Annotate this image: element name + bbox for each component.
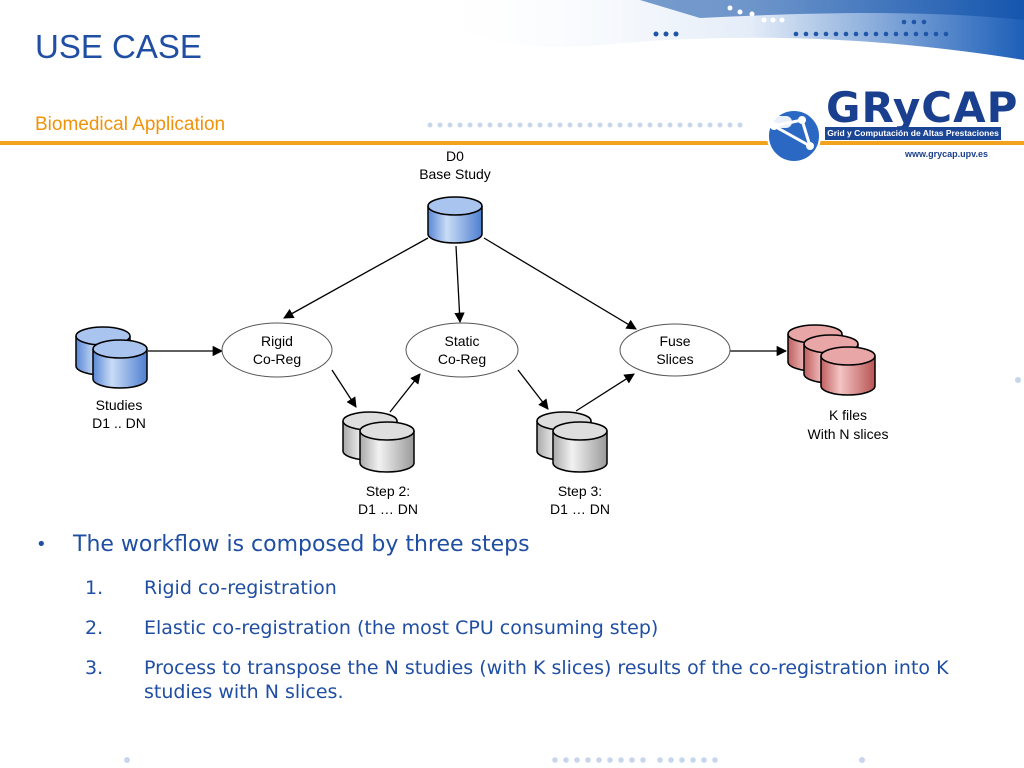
fuse-slices-node	[619, 323, 731, 377]
arrow-base-to-fuse	[483, 237, 637, 330]
base-study-label-1: D0	[446, 148, 464, 164]
studies-label-2: D1 .. DN	[92, 415, 146, 431]
studies-database-icon	[75, 326, 148, 389]
arrow-step2-to-static	[389, 373, 421, 413]
logo-wordmark: GRyCAP	[826, 83, 1019, 132]
arrow-base-to-static	[454, 245, 465, 324]
header-dots	[727, 5, 785, 23]
arrow-base-to-rigid	[283, 237, 429, 319]
slide-title: USE CASE	[35, 28, 202, 65]
step2-label-2: D1 … DN	[358, 501, 418, 517]
bullet-list: • The workflow is composed by three step…	[36, 530, 996, 704]
step2-label-1: Step 2:	[366, 483, 410, 499]
list-item: 2. Elastic co-registration (the most CPU…	[36, 616, 996, 640]
base-study-label-2: Base Study	[419, 166, 491, 182]
list-item-text: Process to transpose the N studies (with…	[144, 657, 949, 703]
list-item: 3. Process to transpose the N studies (w…	[36, 656, 996, 704]
logo-tagline: Grid y Computación de Altas Prestaciones	[825, 127, 1001, 140]
logo-url: www.grycap.upv.es	[905, 149, 989, 159]
fuse-label-2: Slices	[656, 351, 693, 367]
static-coreg-node	[405, 322, 519, 378]
base-study-database-icon	[427, 196, 483, 244]
static-label-1: Static	[444, 333, 479, 349]
list-item-text: Rigid co-registration	[144, 577, 337, 599]
list-item-text: Elastic co-registration (the most CPU co…	[144, 617, 659, 639]
arrow-rigid-to-step2	[331, 369, 357, 408]
bullet-main: • The workflow is composed by three step…	[36, 530, 996, 560]
bullet-dot-icon: •	[36, 534, 47, 555]
list-item: 1. Rigid co-registration	[36, 576, 996, 600]
list-item-number: 3.	[85, 657, 104, 679]
rigid-label-2: Co-Reg	[253, 351, 301, 367]
list-item-number: 2.	[85, 617, 104, 639]
step2-database-icon	[342, 411, 415, 473]
footer-dots	[124, 377, 1021, 763]
step3-database-icon	[536, 411, 608, 473]
slide-subtitle: Biomedical Application	[35, 114, 226, 135]
bullet-main-text: The workflow is composed by three steps	[73, 532, 530, 557]
static-label-2: Co-Reg	[438, 351, 486, 367]
arrow-static-to-step3	[517, 369, 549, 410]
workflow-arrows	[148, 237, 788, 413]
kfiles-label-1: K files	[829, 407, 867, 423]
list-item-number: 1.	[85, 577, 104, 599]
header-divider	[0, 141, 1024, 145]
grycap-globe-icon	[762, 109, 821, 163]
header-wave	[420, 0, 1024, 60]
kfiles-database-icon	[787, 324, 876, 396]
rigid-coreg-node	[221, 322, 333, 378]
fuse-label-1: Fuse	[659, 333, 690, 349]
rigid-label-1: Rigid	[261, 333, 293, 349]
step3-label-2: D1 … DN	[550, 501, 610, 517]
step3-label-1: Step 3:	[558, 483, 602, 499]
title-dots	[427, 122, 743, 128]
kfiles-label-2: With N slices	[808, 426, 889, 442]
header-dots-blue	[653, 19, 949, 37]
arrow-step3-to-fuse	[575, 373, 635, 412]
studies-label-1: Studies	[96, 397, 143, 413]
header-wave-dark	[640, 0, 1024, 20]
